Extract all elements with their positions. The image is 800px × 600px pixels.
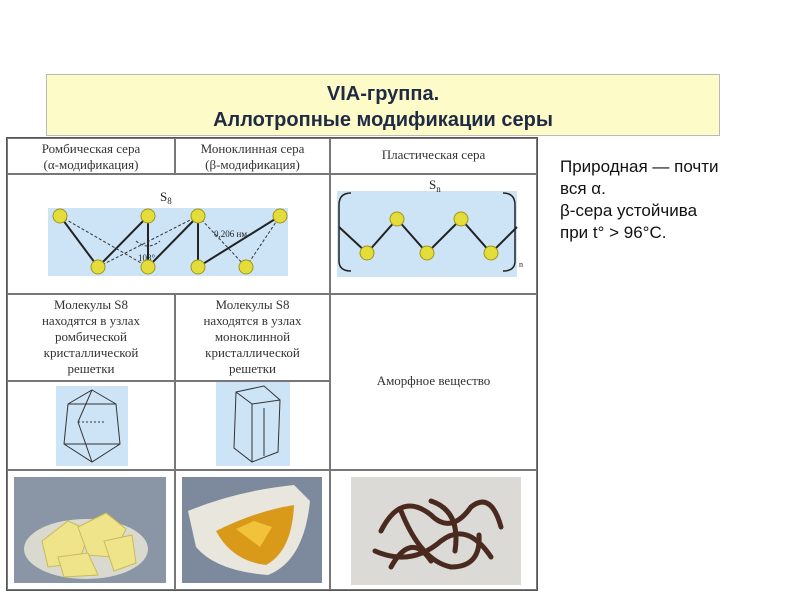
diagram-background-plastic [337,191,517,277]
monoclinic-crystal-cell [175,381,330,470]
monoclinic-desc-line: кристаллической [205,345,300,360]
s8-back-bonds [59,215,281,268]
monoclinic-desc-line: находятся в узлах [203,313,302,328]
monoclinic-desc-line: моноклинной [214,329,291,344]
monoclinic-desc-line: решетки [228,361,276,376]
monoclinic-photo-cell [175,470,330,590]
monoclinic-description: Молекулы S8 находятся в узлах моноклинно… [175,294,330,381]
sulfur-atoms [52,208,288,275]
slide-title-box: VIA-группа. Аллотропные модификации серы [46,74,720,136]
rhombic-photo-cell [7,470,175,590]
header-rhombic-mod: (α-модификация) [43,157,139,172]
header-plastic-name: Пластическая сера [381,147,486,162]
side-note-line: при t° > 96°C. [560,223,667,242]
sn-atoms [359,211,499,261]
header-rhombic: Ромбическая сера (α-модификация) [7,138,175,174]
rhombic-crystal-cell [7,381,175,470]
plastic-sulfur-photo [351,477,521,585]
rhombic-desc-line: решетки [67,361,115,376]
rhombic-desc-line: Молекулы S8 [53,297,129,312]
plastic-desc-text: Аморфное вещество [376,373,491,388]
header-monoclinic-mod: (β-модификация) [205,157,300,172]
side-note-line: вся α. [560,179,606,198]
photo-bg [351,477,521,585]
sn-diagram-cell: Sn n [330,174,537,294]
repeat-index: n [519,260,523,269]
s8-crown-diagram: S8 108° 0,206 нм [48,189,288,276]
monoclinic-sulfur-photo [182,477,322,583]
bracket-right [502,192,516,272]
s8-formula: S8 [160,189,172,206]
sulfur-crystals [41,512,137,578]
side-note-line: Природная — почти [560,157,719,176]
header-monoclinic-name: Моноклинная сера [200,141,305,156]
monoclinic-desc-line: Молекулы S8 [215,297,290,312]
rhombic-crystal-diagram [56,386,128,466]
allotropes-table: Ромбическая сера (α-модификация) Монокли… [6,137,538,591]
side-note-line: β-сера устойчива [560,201,698,220]
rhombic-desc-line: кристаллической [43,345,139,360]
monoclinic-crystal-icon [233,385,281,463]
rhombic-description: Молекулы S8 находятся в узлах ромбическо… [7,294,175,381]
rhombic-desc-line: ромбической [54,329,128,344]
header-rhombic-name: Ромбическая сера [41,141,141,156]
s8-diagram-cell: S8 108° 0,206 нм [7,174,330,294]
header-monoclinic: Моноклинная сера (β-модификация) [175,138,330,174]
plastic-photo-cell [330,470,537,590]
needle-crystals [236,521,272,547]
header-plastic: Пластическая сера [330,138,537,174]
plastic-sulfur-strands [372,498,504,570]
plastic-description: Аморфное вещество [330,294,537,470]
bond-angle-label: 108° [138,253,156,263]
sn-formula: Sn [429,177,441,194]
rhombic-sulfur-photo [14,477,166,583]
bond-length-label: 0,206 нм [214,229,247,239]
slide-title-line2: Аллотропные модификации серы [213,109,553,131]
bracket-left [338,192,352,272]
rhombic-crystal-icon [63,389,121,463]
slide-title-line1: VIA-группа. [326,83,440,105]
monoclinic-crystal-diagram [216,382,290,466]
rhombic-desc-line: находятся в узлах [41,313,141,328]
side-note: Природная — почти вся α. β-сера устойчив… [560,156,790,244]
sn-chain-diagram: Sn n [337,177,523,277]
crystal-bg [56,386,128,466]
